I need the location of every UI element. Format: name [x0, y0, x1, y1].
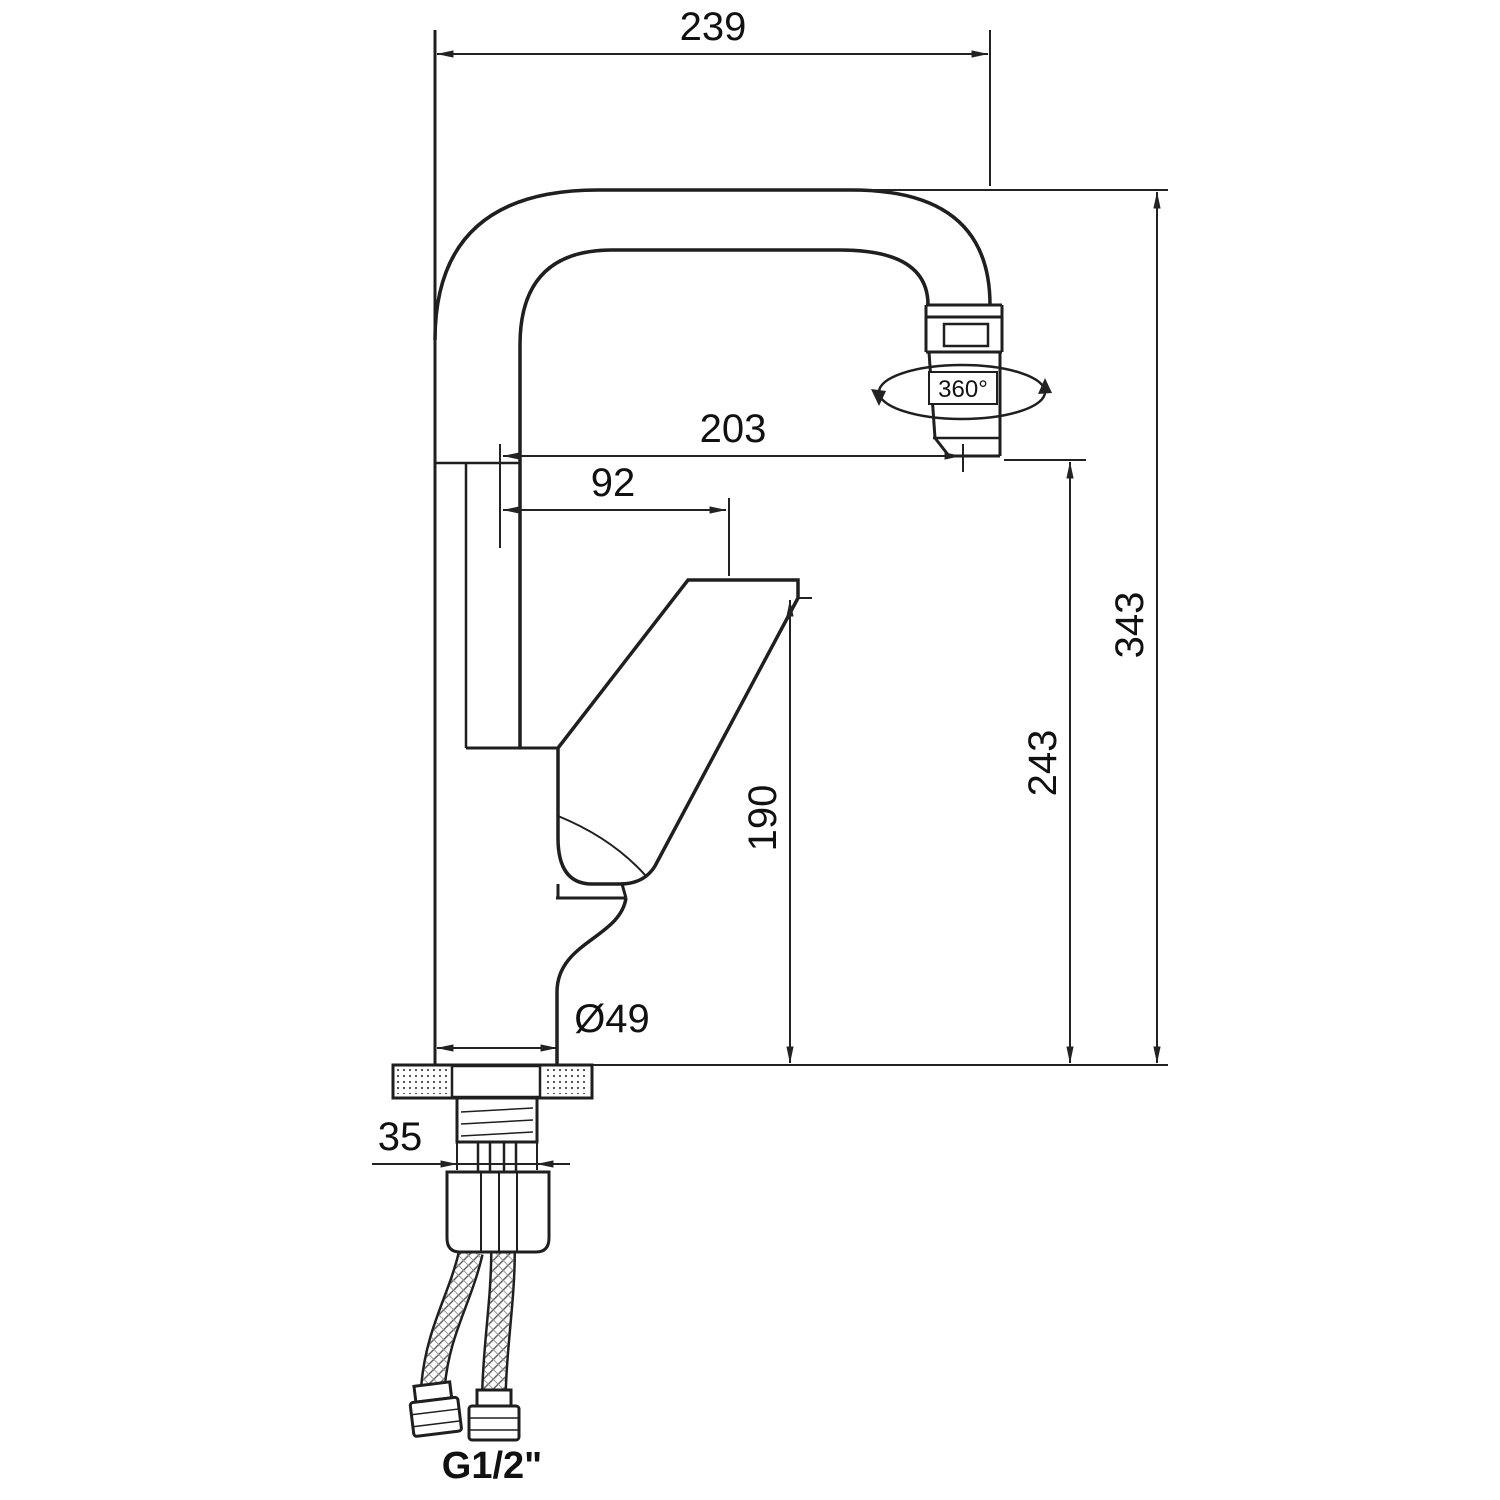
- swivel-arrow-right-icon: [1038, 378, 1052, 394]
- dim-243-label: 243: [1021, 730, 1065, 797]
- dim-35-label: 35: [378, 1115, 423, 1159]
- hose-right-braid: [483, 1251, 514, 1393]
- threaded-shank: [455, 1096, 539, 1172]
- dim-239-label: 239: [680, 5, 747, 49]
- dim-92-label: 92: [591, 461, 636, 505]
- spout-outer-curve: [433, 188, 992, 341]
- aerator-detail: [942, 322, 990, 348]
- dim-203-label: 203: [700, 407, 767, 451]
- swivel-indicator: 360°: [871, 363, 1052, 421]
- spout-inner-curve: [518, 248, 930, 748]
- fitting-line: [412, 1420, 461, 1428]
- housing-step-right: [620, 883, 628, 899]
- flange-knurl-left: [397, 1069, 449, 1094]
- fitting-nut: [408, 1395, 463, 1438]
- thread-line: [460, 1107, 534, 1113]
- handle-lever: [556, 578, 800, 886]
- mounting-nut: [445, 1170, 551, 1254]
- dimensions: 239 203 92 343 243 190 Ø49 35: [372, 5, 1168, 1487]
- thread-line: [460, 1119, 534, 1125]
- dim-343-label: 343: [1108, 592, 1152, 659]
- thread-label: G1/2": [442, 1445, 542, 1487]
- hose-fitting-left: [408, 1380, 463, 1438]
- swivel-label-box: [928, 371, 998, 405]
- handle-pivot-curve: [557, 815, 647, 877]
- handle-assembly: [555, 578, 800, 1065]
- fitting-nut: [467, 1404, 521, 1442]
- thread-line: [460, 1131, 534, 1137]
- aerator-tip-slant: [933, 437, 951, 457]
- hose-left-braid: [422, 1249, 482, 1388]
- hose-fitting-right: [467, 1388, 521, 1442]
- fitting-line: [411, 1408, 460, 1416]
- swivel-arrow-left-icon: [871, 389, 886, 406]
- flange-knurl-right: [543, 1069, 588, 1094]
- faucet-outline: 360°: [391, 30, 1168, 1442]
- supply-hoses: [420, 1248, 516, 1393]
- mounting-flange: [391, 1063, 594, 1100]
- swivel-label: 360°: [938, 376, 988, 403]
- body-right-edge: [555, 897, 628, 1065]
- fitting-ferrule: [475, 1388, 513, 1408]
- dim-49-label: Ø49: [574, 997, 650, 1041]
- dim-190-label: 190: [741, 785, 785, 852]
